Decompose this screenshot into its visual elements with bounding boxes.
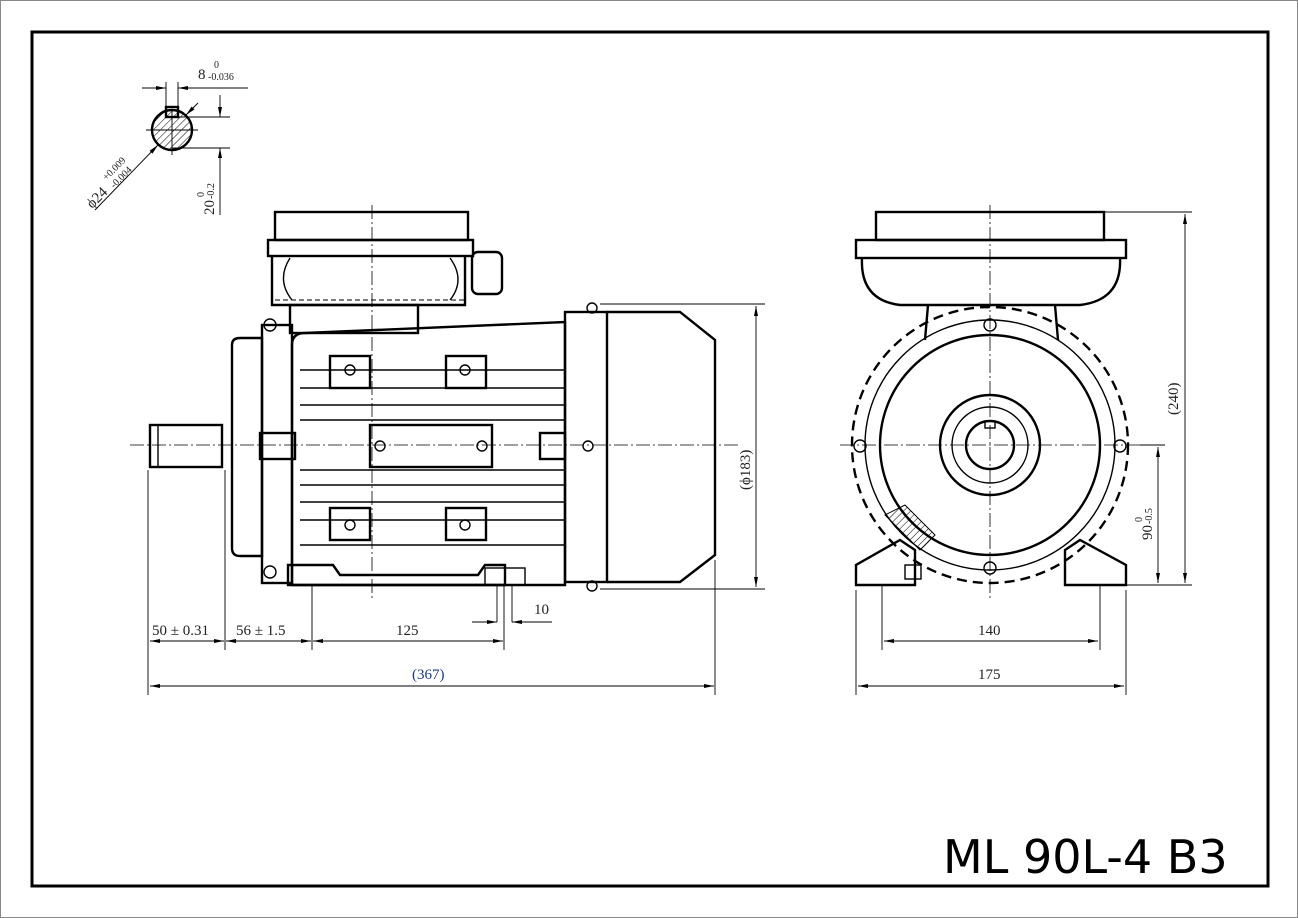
key-width-tol-upper: 0 <box>214 60 219 71</box>
foot-spacing-label: 125 <box>396 623 419 639</box>
side-view-dimensions: 50 ± 0.31 56 ± 1.5 125 10 (367) (ϕ183) <box>147 303 765 695</box>
drawing-frame <box>30 30 1270 888</box>
shaft-diameter-value: ϕ24 <box>84 184 112 212</box>
key-depth-tol-upper: 0 <box>196 192 207 197</box>
shaft-height-tol-lower: -0.5 <box>1144 508 1155 524</box>
key-depth-tol-lower: -0.2 <box>206 183 217 199</box>
foot-width-label: 175 <box>978 667 1001 683</box>
key-width-tol-lower: -0.036 <box>208 72 234 83</box>
foot-width-label: 10 <box>534 602 549 618</box>
shaft-length-label: 50 ± 0.31 <box>152 623 209 639</box>
shaft-to-foot-label: 56 ± 1.5 <box>236 623 285 639</box>
end-view <box>840 205 1140 600</box>
shaft-key-detail: 8 0 -0.036 20 0 -0.2 ϕ24 +0.009 -0.004 <box>84 60 248 215</box>
foot-hole-spacing-label: 140 <box>978 623 1001 639</box>
side-view <box>130 205 740 600</box>
diameter-label: (ϕ183) <box>738 450 754 490</box>
shaft-height-label: 90 <box>1140 525 1156 540</box>
key-width-value: 8 <box>198 67 206 83</box>
overall-length-label: (367) <box>412 667 445 683</box>
shaft-height-tol-upper: 0 <box>1134 517 1145 522</box>
end-view-dimensions: (240) 90 0 -0.5 140 175 <box>855 211 1192 695</box>
model-title: ML 90L-4 B3 <box>943 830 1228 884</box>
overall-height-label: (240) <box>1166 383 1182 416</box>
key-depth-value: 20 <box>202 200 218 215</box>
